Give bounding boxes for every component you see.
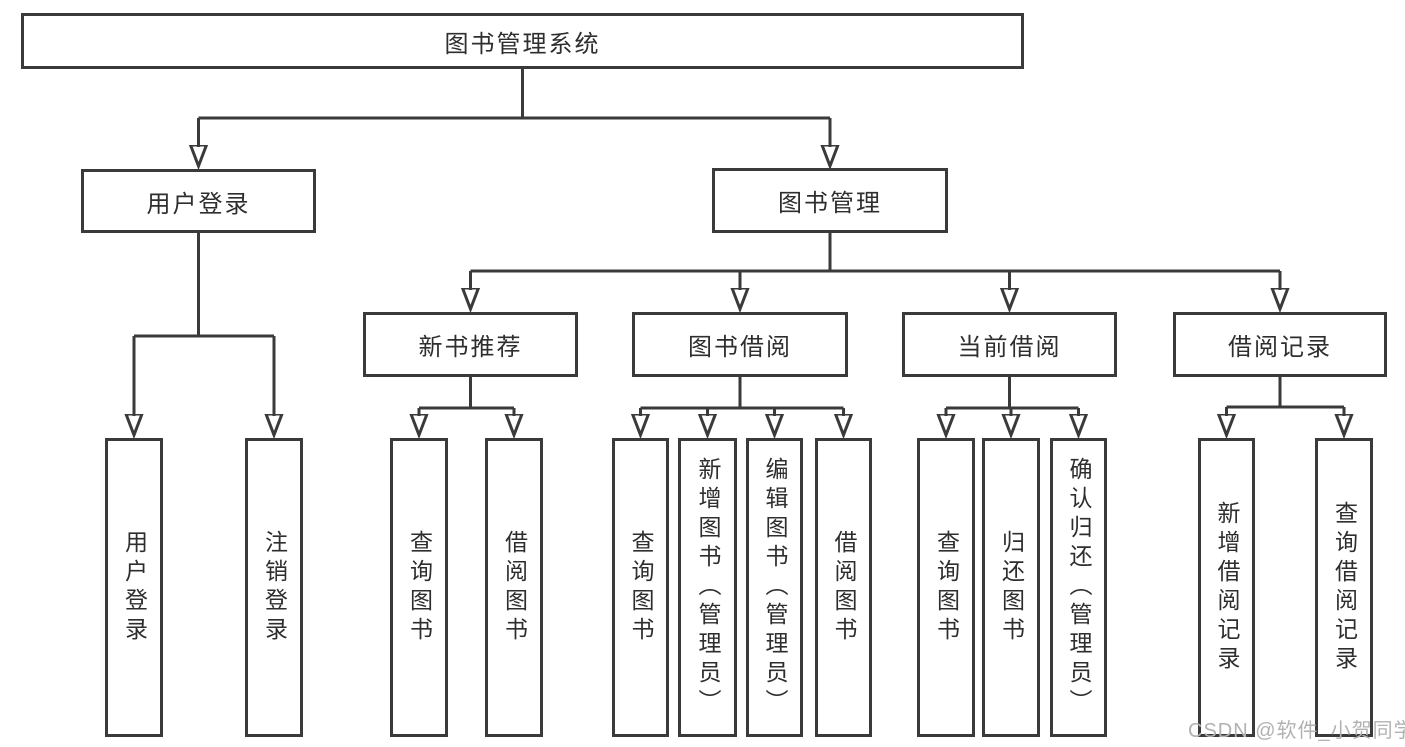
node-book-borrow-label: 图书借阅 [688,334,792,361]
node-borrow-records-label: 借阅记录 [1228,334,1332,361]
leaf-br-add-record: 新增借阅记录 [1198,438,1255,737]
leaf-rec-borrow-books-label: 借阅图书 [501,529,528,646]
node-user-login-label: 用户登录 [146,190,251,218]
leaf-cb-query-books-label: 查询图书 [933,529,960,646]
branch-book-borrow [640,377,844,410]
leaf-rec-borrow-books: 借阅图书 [485,438,543,737]
node-library-system: 图书管理系统 [21,13,1024,69]
leaf-cb-query-books: 查询图书 [917,438,975,737]
leaf-bb-borrow-books-label: 借阅图书 [831,529,857,646]
branch-current-borrow [946,377,1079,410]
node-book-borrow: 图书借阅 [632,312,848,377]
leaf-user-login-label: 用户登录 [121,529,148,646]
leaf-bb-borrow-books: 借阅图书 [815,438,872,737]
branch-book-mgmt [470,233,1280,273]
node-borrow-records: 借阅记录 [1173,312,1387,377]
leaf-bb-edit-books-label: 编辑图书（管理员） [762,457,788,718]
branch-new-book-rec [419,377,514,410]
leaf-cb-confirm-return-label: 确认归还（管理员） [1066,457,1092,718]
leaf-cb-confirm-return: 确认归还（管理员） [1050,438,1107,737]
node-book-mgmt-label: 图书管理 [778,190,882,217]
leaf-logout-label: 注销登录 [261,529,288,646]
node-book-mgmt: 图书管理 [712,168,948,233]
node-current-borrow: 当前借阅 [902,312,1117,377]
leaf-user-login: 用户登录 [105,438,163,737]
leaf-cb-return-books: 归还图书 [982,438,1040,737]
leaf-br-query-record: 查询借阅记录 [1315,438,1373,737]
node-current-borrow-label: 当前借阅 [957,334,1062,361]
leaf-logout: 注销登录 [245,438,303,737]
branch-root [198,68,830,120]
csdn-watermark: CSDN @软件_小贺同学 [1188,720,1405,742]
branch-user-login [134,233,274,338]
leaf-bb-add-books: 新增图书（管理员） [678,438,737,737]
leaf-cb-return-books-label: 归还图书 [998,529,1025,646]
leaf-bb-edit-books: 编辑图书（管理员） [746,438,803,737]
leaf-bb-add-books-label: 新增图书（管理员） [695,457,721,718]
node-new-book-rec: 新书推荐 [363,312,578,377]
leaf-rec-query-books: 查询图书 [390,438,448,737]
node-library-system-label: 图书管理系统 [444,30,601,58]
leaf-rec-query-books-label: 查询图书 [406,529,433,646]
node-user-login: 用户登录 [81,169,316,233]
leaf-bb-query-books-label: 查询图书 [628,529,654,646]
leaf-bb-query-books: 查询图书 [612,438,669,737]
leaf-br-add-record-label: 新增借阅记录 [1214,500,1240,675]
branch-borrow-records [1226,377,1344,409]
leaf-br-query-record-label: 查询借阅记录 [1331,500,1358,675]
node-new-book-rec-label: 新书推荐 [418,334,523,361]
